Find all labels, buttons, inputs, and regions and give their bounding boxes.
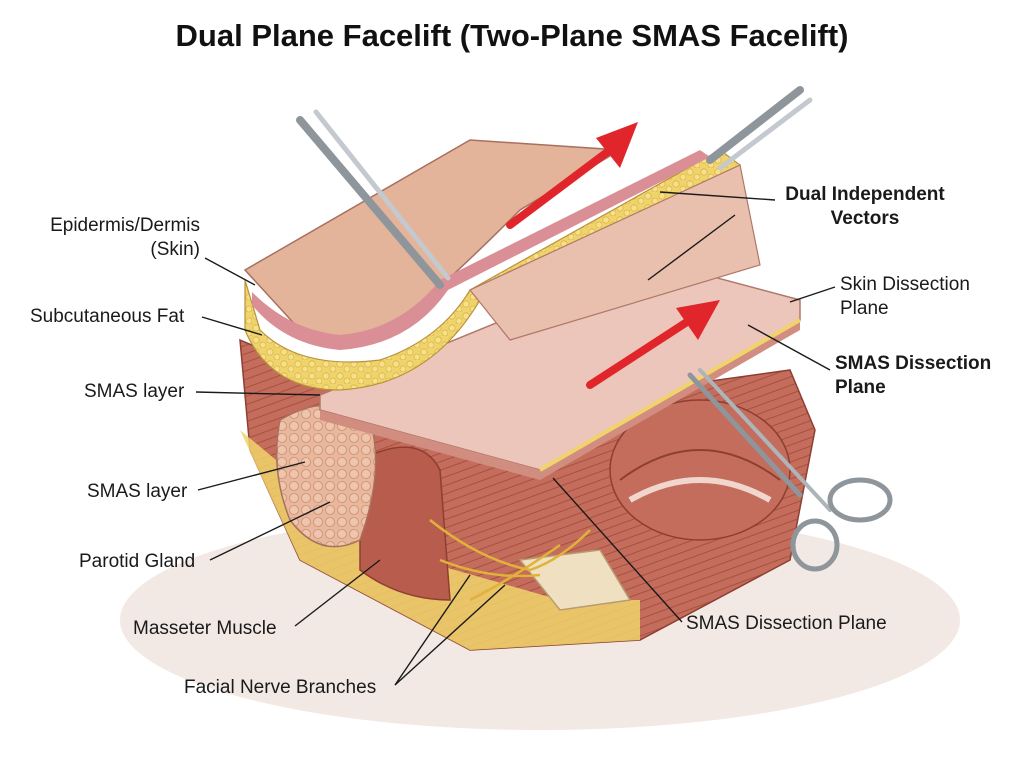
label-facial-nerve-branches: Facial Nerve Branches	[184, 677, 377, 698]
label-epidermis-dermis: Epidermis/Dermis (Skin)	[20, 214, 200, 262]
label-dual-independent-vectors: Dual Independent Vectors	[770, 183, 960, 231]
label-skin-dissection-plane: Skin Dissection Plane	[840, 273, 970, 321]
leader-lines	[195, 191, 836, 686]
vector-arrow-upper	[506, 122, 638, 229]
label-dual-vectors-line2: Vectors	[830, 208, 900, 229]
label-smas-dissection-right-line2: Plane	[835, 377, 886, 398]
forceps-left-icon	[296, 109, 451, 289]
skin-flap	[243, 139, 761, 391]
label-skin-dissection-line1: Skin Dissection	[840, 274, 970, 295]
label-subcutaneous-fat: Subcutaneous Fat	[30, 306, 185, 327]
label-parotid-gland: Parotid Gland	[79, 551, 196, 572]
vector-arrow-lower	[586, 300, 720, 389]
facial-nerve-branches	[429, 519, 591, 602]
label-smas-layer-upper: SMAS layer	[84, 381, 185, 402]
label-smas-dissection-plane-bottom: SMAS Dissection Plane	[686, 613, 887, 634]
label-epidermis-line2: (Skin)	[150, 239, 200, 260]
forceps-right-icon	[706, 86, 813, 171]
mandible-bone	[518, 549, 632, 611]
label-dual-vectors-line1: Dual Independent	[785, 184, 945, 205]
label-masseter-muscle: Masseter Muscle	[133, 618, 277, 639]
label-smas-dissection-right-line1: SMAS Dissection	[835, 353, 992, 374]
hemostat-icon	[687, 368, 893, 572]
label-smas-dissection-plane-right: SMAS Dissection Plane	[835, 352, 991, 400]
label-skin-dissection-line2: Plane	[840, 298, 889, 319]
label-smas-layer-lower: SMAS layer	[87, 481, 188, 502]
page-title: Dual Plane Facelift (Two-Plane SMAS Face…	[175, 18, 849, 53]
label-epidermis-line1: Epidermis/Dermis	[50, 215, 200, 236]
masseter-muscle	[359, 446, 451, 601]
